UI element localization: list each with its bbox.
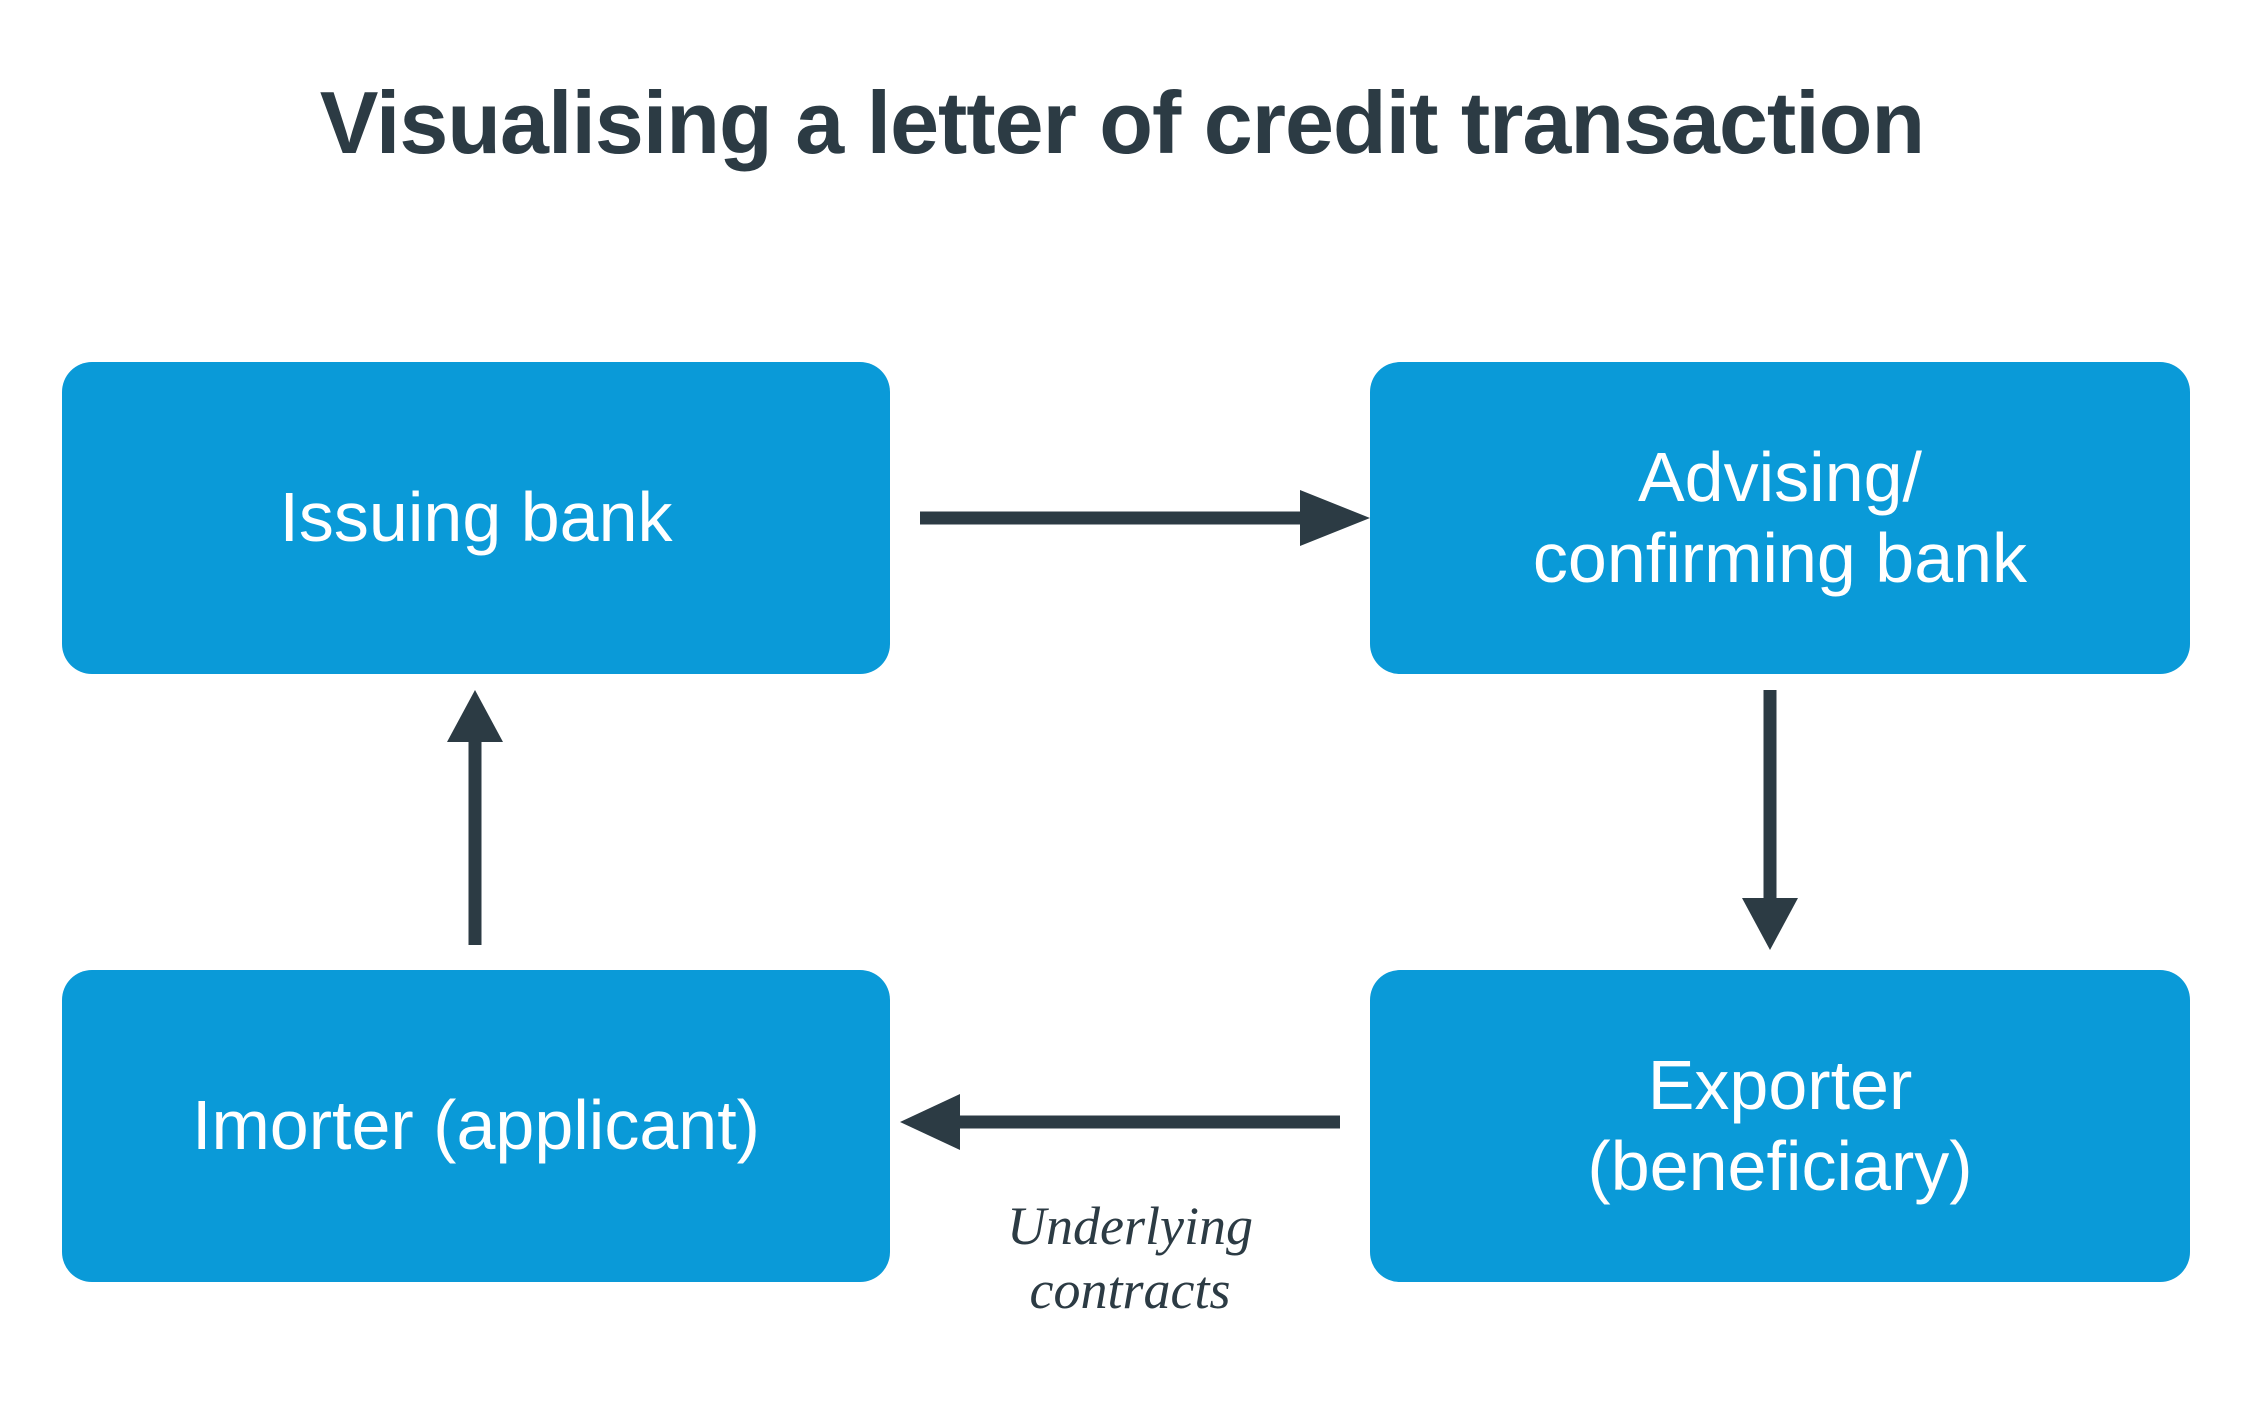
arrow-advising-to-exporter-icon (1742, 690, 1798, 950)
edge-label-underlying-contracts: Underlying contracts (1007, 1196, 1253, 1320)
arrow-importer-to-issuing-icon (447, 690, 503, 945)
node-importer-applicant-label: Imorter (applicant) (192, 1086, 760, 1165)
node-exporter-beneficiary[interactable]: Exporter (beneficiary) (1370, 970, 2190, 1282)
node-issuing-bank-label: Issuing bank (279, 478, 673, 557)
node-importer-applicant[interactable]: Imorter (applicant) (62, 970, 890, 1282)
node-advising-confirming-bank[interactable]: Advising/ confirming bank (1370, 362, 2190, 674)
arrow-exporter-to-importer-icon (900, 1094, 1340, 1150)
node-advising-confirming-bank-label: Advising/ confirming bank (1532, 437, 2028, 597)
page-title: Visualising a letter of credit transacti… (319, 73, 1925, 172)
arrow-issuing-to-advising-icon (920, 490, 1370, 546)
node-issuing-bank[interactable]: Issuing bank (62, 362, 890, 674)
node-exporter-beneficiary-label: Exporter (beneficiary) (1587, 1045, 1973, 1205)
